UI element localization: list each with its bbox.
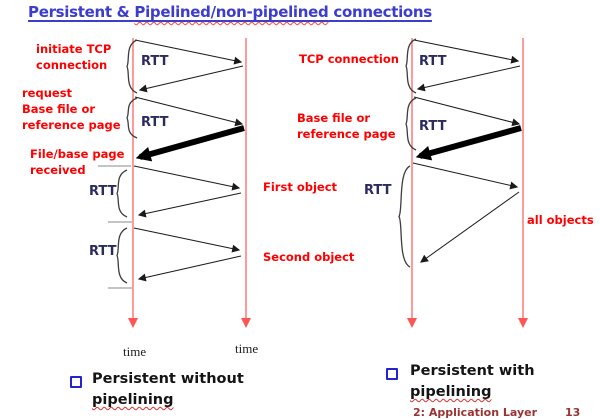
caption-left-line2: pipelining xyxy=(92,390,244,411)
caption-left-misspelled: pipelining xyxy=(92,392,174,408)
footer-section-label: 2: Application Layer xyxy=(413,406,538,419)
left-rtt3-brace xyxy=(116,169,128,218)
right-rtt3-label: RTT xyxy=(364,183,392,198)
left-rtt4-label: RTT xyxy=(89,244,117,259)
left-synack-arrow xyxy=(138,65,244,93)
title-misspelled-part: Pipelined/non-pipelined xyxy=(134,3,329,21)
left-base-request-arrow xyxy=(134,96,244,127)
caption-right-line2: pipelining xyxy=(410,382,535,403)
label-file-base-page-received: File/base page received xyxy=(30,147,125,177)
left-object2-request-arrow xyxy=(133,227,241,253)
label-first-object: First object xyxy=(263,180,338,194)
left-rtt2-label: RTT xyxy=(141,115,169,130)
title-part1: Persistent & xyxy=(28,3,135,21)
label-tcp-connection: TCP connection xyxy=(299,52,399,66)
left-client-time-label: time xyxy=(123,344,147,359)
square-bullet-icon xyxy=(386,368,398,380)
label-base-file-or-reference-page: Base file or reference page xyxy=(297,111,396,141)
left-diagram xyxy=(98,38,251,328)
left-object1-request-arrow xyxy=(133,165,241,191)
right-rtt1-label: RTT xyxy=(419,54,447,69)
square-bullet-icon xyxy=(70,376,82,388)
label-initiate-tcp-connection: initiate TCP connection xyxy=(36,42,112,72)
left-base-file-transfer-bar xyxy=(135,125,245,162)
left-object1-response-arrow xyxy=(137,192,242,218)
left-rtt1-brace xyxy=(126,39,138,94)
caption-left-line1: Persistent without xyxy=(92,371,244,387)
left-object2-response-arrow xyxy=(137,255,242,282)
right-rtt3-brace xyxy=(398,165,411,268)
right-base-file-transfer-bar xyxy=(415,125,522,161)
right-synack-arrow xyxy=(416,65,521,92)
right-diagram xyxy=(398,38,528,328)
right-all-objects-response-arrow xyxy=(420,191,520,263)
left-rtt2-brace xyxy=(126,97,138,139)
label-all-objects: all objects xyxy=(527,213,594,227)
right-rtt1-brace xyxy=(405,38,417,94)
right-syn-arrow xyxy=(413,39,520,64)
left-syn-arrow xyxy=(134,39,243,65)
left-rtt1-label: RTT xyxy=(141,54,169,69)
right-base-request-arrow xyxy=(413,96,521,127)
title-part3: connections xyxy=(328,3,432,21)
caption-right-line1: Persistent with xyxy=(410,363,535,379)
left-server-time-label: time xyxy=(235,341,259,356)
right-rtt2-label: RTT xyxy=(419,119,447,134)
label-request-base-file: request Base file or reference page xyxy=(22,86,121,132)
slide-title: Persistent & Pipelined/non-pipelined con… xyxy=(28,3,432,21)
right-rtt2-brace xyxy=(405,97,417,151)
left-rtt4-brace xyxy=(116,227,128,284)
caption-persistent-with-pipelining: Persistent with pipelining xyxy=(410,361,535,403)
label-second-object: Second object xyxy=(263,250,355,264)
caption-persistent-without-pipelining: Persistent without pipelining xyxy=(92,369,244,411)
right-pipelined-requests-arrow xyxy=(412,162,519,190)
footer-page-number: 13 xyxy=(565,406,581,419)
caption-right-misspelled: pipelining xyxy=(410,384,492,400)
left-rtt3-label: RTT xyxy=(89,184,117,199)
